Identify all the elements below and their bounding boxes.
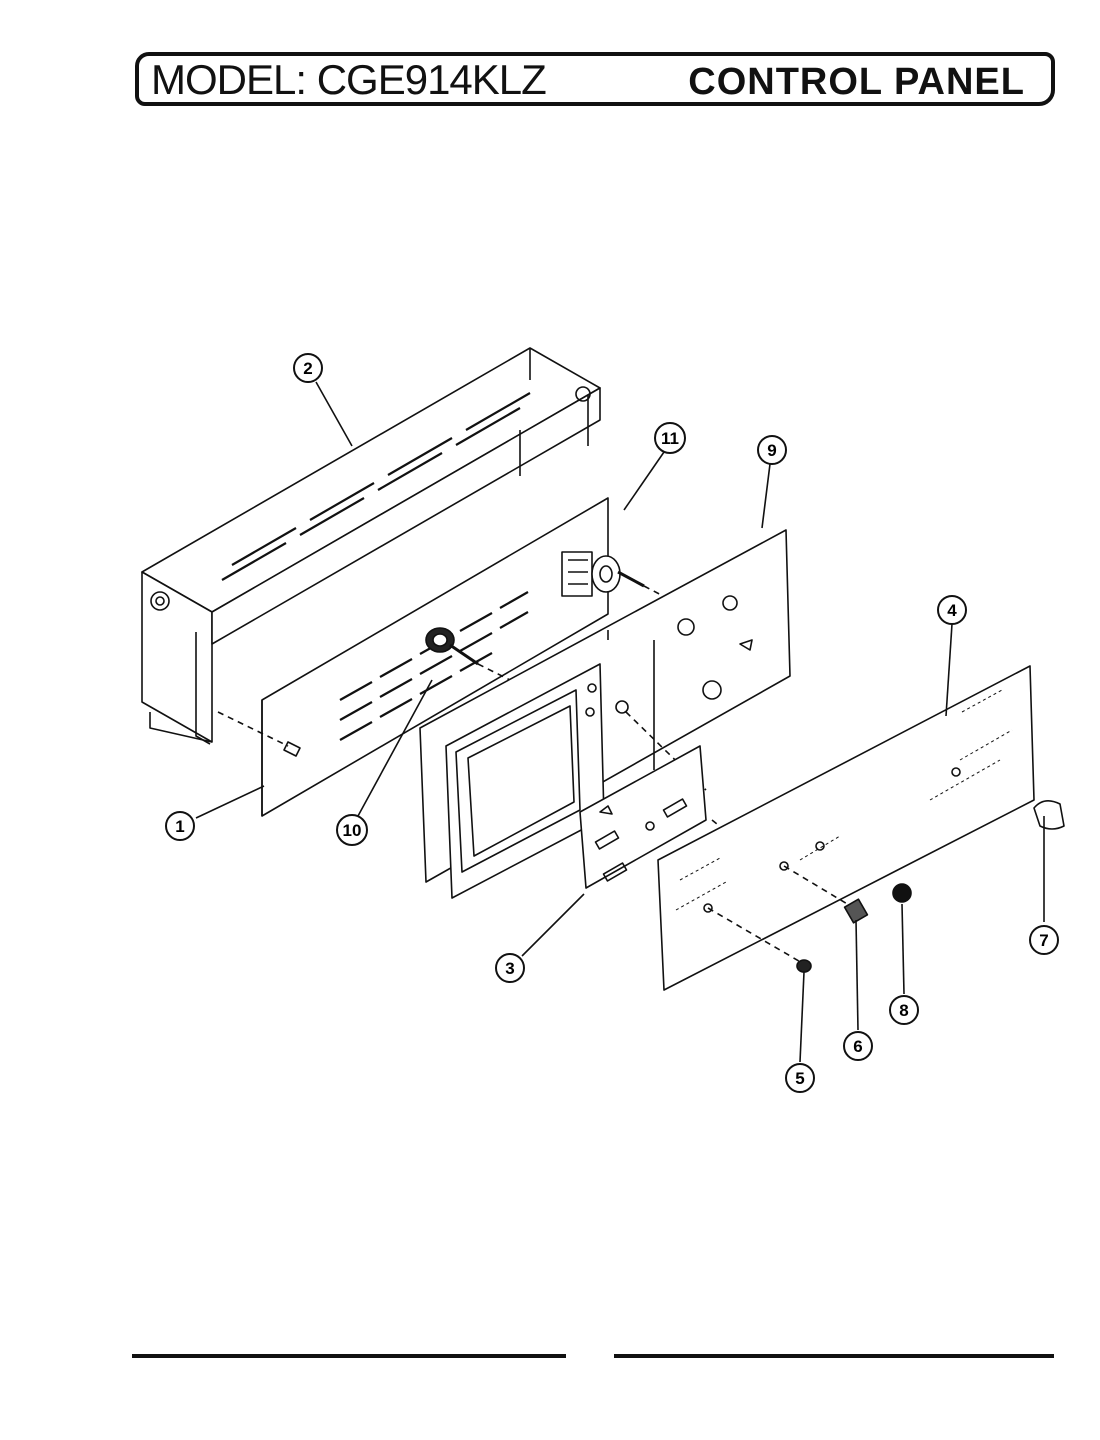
callout-4-label: 4 bbox=[947, 601, 957, 620]
footer-rule-left bbox=[132, 1354, 566, 1358]
part-6-spacer bbox=[843, 898, 869, 924]
callout-9: 9 bbox=[757, 435, 787, 465]
part-11-switch-assembly bbox=[561, 551, 691, 611]
callout-1: 1 bbox=[165, 811, 195, 841]
model-label: MODEL: CGE914KLZ bbox=[151, 56, 547, 103]
callout-9-label: 9 bbox=[767, 441, 776, 460]
callout-7-label: 7 bbox=[1039, 931, 1048, 950]
part-2-housing bbox=[141, 347, 601, 745]
leader-lines bbox=[195, 381, 1045, 1063]
callout-4: 4 bbox=[937, 595, 967, 625]
part-1-backplate bbox=[217, 497, 609, 817]
section-label: CONTROL PANEL bbox=[688, 61, 1025, 103]
callout-8-label: 8 bbox=[899, 1001, 908, 1020]
callout-7: 7 bbox=[1029, 925, 1059, 955]
callout-2-label: 2 bbox=[303, 359, 312, 378]
part-7-knob bbox=[1033, 800, 1065, 830]
callouts: 1 2 3 4 5 6 7 8 bbox=[165, 353, 1059, 1093]
callout-6: 6 bbox=[843, 1031, 873, 1061]
callout-2: 2 bbox=[293, 353, 323, 383]
callout-10: 10 bbox=[336, 814, 368, 846]
footer-rule-right bbox=[614, 1354, 1054, 1358]
part-3-bracket bbox=[579, 745, 707, 889]
callout-3: 3 bbox=[495, 953, 525, 983]
callout-6-label: 6 bbox=[853, 1037, 862, 1056]
title-box: MODEL: CGE914KLZ CONTROL PANEL bbox=[135, 52, 1055, 106]
part-8-button bbox=[892, 883, 912, 903]
part-5-screw bbox=[796, 959, 812, 973]
callout-11: 11 bbox=[654, 422, 686, 454]
callout-1-label: 1 bbox=[175, 817, 184, 836]
callout-10-label: 10 bbox=[343, 821, 362, 840]
callout-8: 8 bbox=[889, 995, 919, 1025]
callout-5-label: 5 bbox=[795, 1069, 804, 1088]
callout-5: 5 bbox=[785, 1063, 815, 1093]
callout-11-label: 11 bbox=[661, 429, 679, 448]
callout-3-label: 3 bbox=[505, 959, 514, 978]
part-4-glass bbox=[657, 665, 1035, 991]
